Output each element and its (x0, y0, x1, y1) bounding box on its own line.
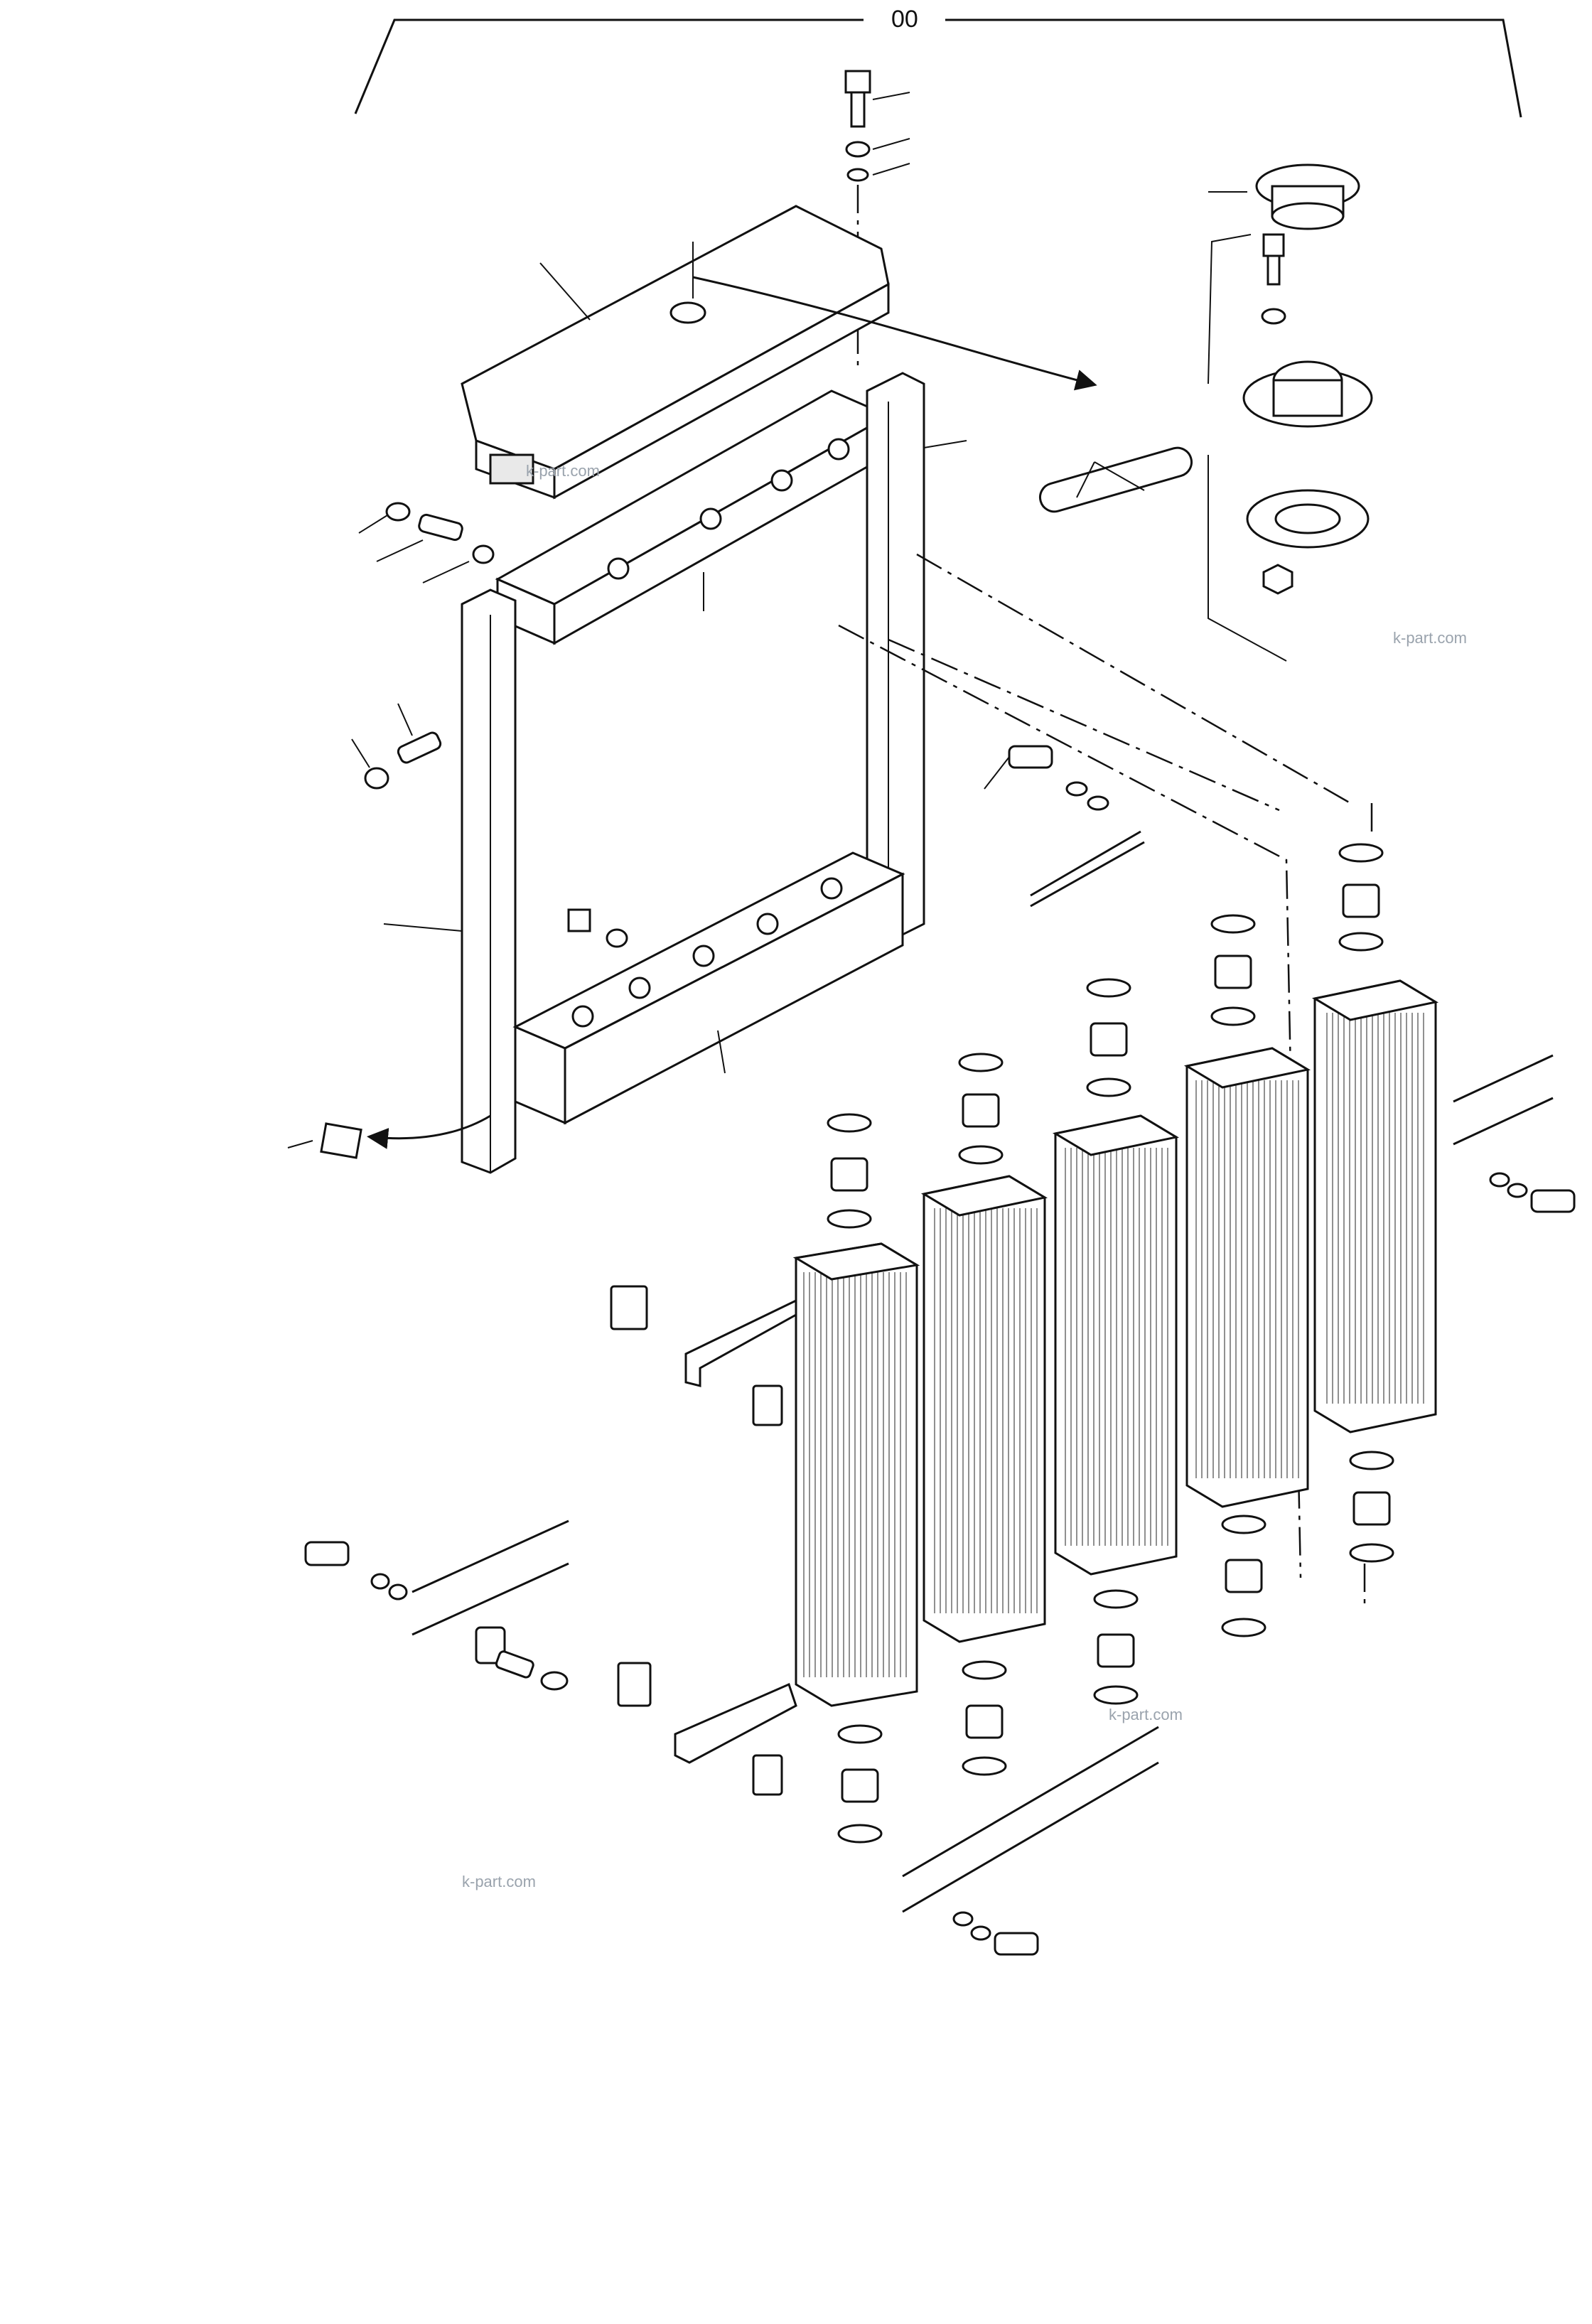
right-tie-rod (1453, 1054, 1576, 1213)
overflow-pipe (1038, 446, 1193, 513)
radiator-core-3 (1052, 978, 1180, 1576)
lower-hose-fittings (837, 1451, 1394, 1844)
cap-washer (1261, 308, 1286, 325)
cap-bolt (1266, 254, 1281, 286)
watermark-4: k-part.com (462, 1873, 536, 1890)
filler-neck (669, 301, 706, 324)
left-side-column (383, 588, 517, 1174)
left-fittings (351, 502, 495, 790)
drain-nut (364, 767, 389, 790)
header-tank (461, 205, 890, 500)
mounting-brackets (610, 1285, 797, 1796)
lock-washer (846, 168, 869, 182)
tank-bracket (489, 453, 534, 485)
nut (1262, 564, 1294, 595)
lower-left-hardware (304, 1519, 1159, 1956)
washer (845, 141, 871, 158)
radiator-core-1 (792, 1113, 920, 1707)
right-side-column (866, 372, 967, 943)
lower-header (512, 851, 905, 1125)
tie-bolt (1008, 745, 1053, 769)
radiator-core-5 (1311, 843, 1439, 1433)
filler-cap-assembly (1038, 163, 1373, 662)
radiator-core-2 (920, 1053, 1048, 1643)
upper-tie-rod (984, 745, 1145, 908)
watermark-1: k-part.com (526, 462, 600, 480)
drain-cock (567, 908, 591, 932)
arrow-to-cap (692, 276, 1097, 391)
lower-bolt-c (994, 1932, 1039, 1956)
watermark-3: k-part.com (1109, 1706, 1183, 1723)
lower-bolt-b (475, 1626, 506, 1664)
top-bolt-stack (844, 70, 910, 370)
watermark-2: k-part.com (1393, 629, 1467, 647)
group-bracket: 00 (354, 6, 1522, 118)
lower-bolt-a (304, 1541, 350, 1566)
bolt-shank (850, 91, 866, 128)
group-label: 00 (891, 6, 918, 33)
bolt-head (844, 70, 871, 94)
cap-bolt-head (1262, 233, 1285, 257)
cover-plate (287, 1114, 491, 1159)
upper-header (495, 389, 891, 645)
right-bolt (1530, 1189, 1576, 1213)
drain-plug (397, 731, 442, 764)
arrow-to-plate (367, 1114, 491, 1149)
radiator-core-4 (1183, 914, 1311, 1508)
routing-lines (838, 553, 1373, 1606)
